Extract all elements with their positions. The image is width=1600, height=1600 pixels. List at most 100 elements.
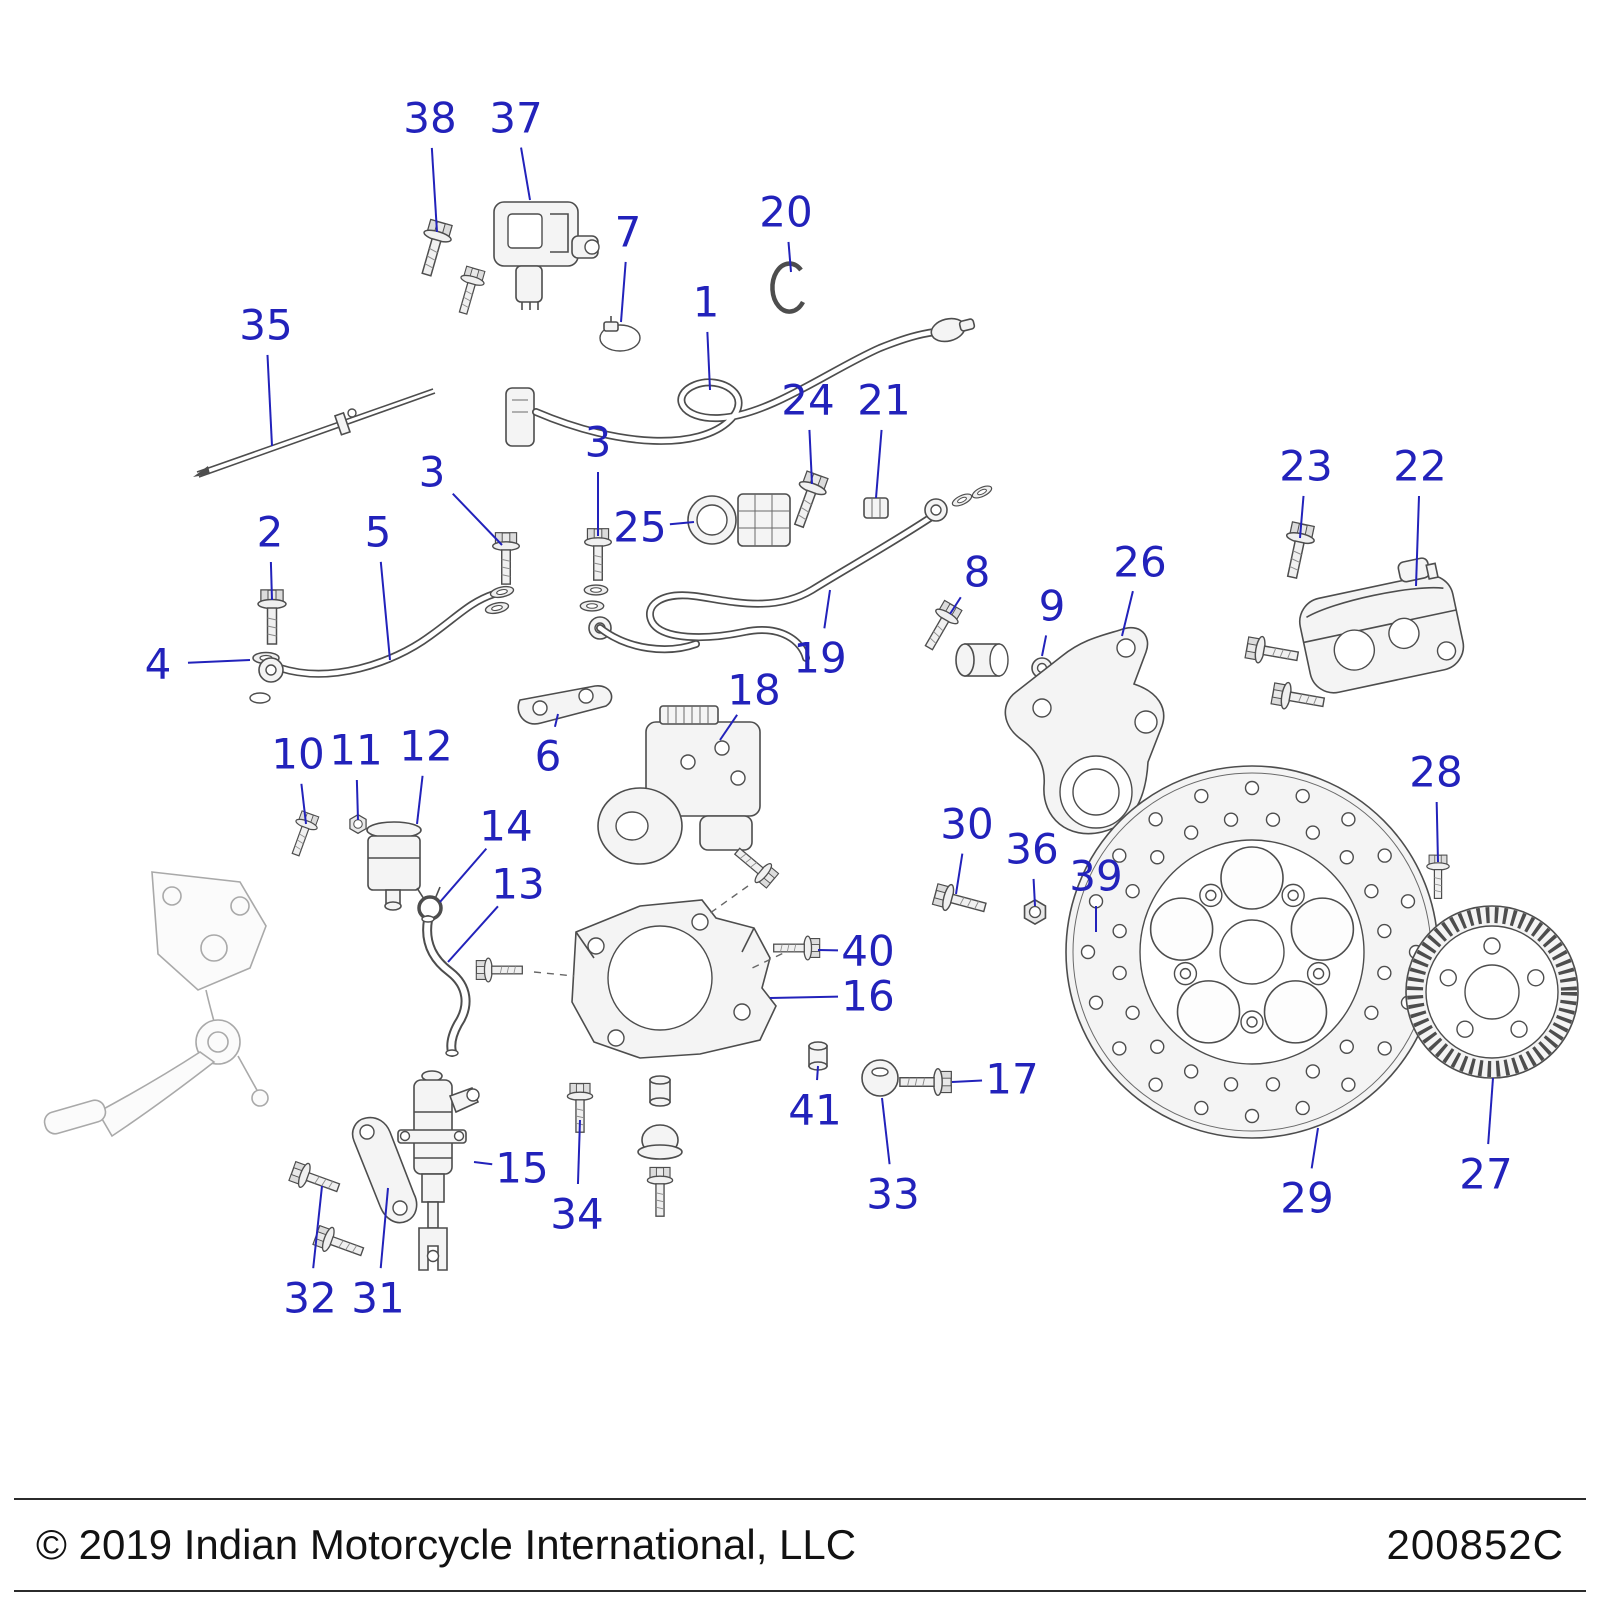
callout-33: 33 [866,1170,919,1219]
part-banjo-bolt-front [249,589,287,704]
part-fluid-reservoir [366,821,422,911]
part-brake-caliper [1298,557,1465,694]
part-bolt-17 [899,1067,952,1097]
part-speed-sensor-module [493,201,600,310]
part-master-cylinder [397,1070,480,1271]
callout-2: 2 [257,508,284,557]
leader-line-20 [787,241,792,273]
part-bolt-32 [287,1158,344,1201]
callout-35: 35 [239,301,292,350]
part-sleeve-and-washer [955,643,1053,679]
leader-line-27 [1487,1077,1494,1145]
callout-10: 10 [271,730,324,779]
callout-19: 19 [793,634,846,683]
callout-11: 11 [329,726,382,775]
callout-27: 27 [1459,1150,1512,1199]
leader-line-9 [1041,635,1048,657]
leader-line-38 [430,147,438,233]
leader-line-22 [1415,495,1421,587]
part-hose-clamp-bracket [687,493,791,547]
part-bolt-8 [917,598,965,655]
callout-37: 37 [489,94,542,143]
part-retaining-clip [770,261,805,314]
part-bracket-hardware [637,1075,683,1217]
leader-line-31 [379,1187,389,1269]
leader-line-21 [875,429,883,499]
part-abs-module [597,705,761,865]
leader-line-18 [719,714,738,741]
leader-line-37 [520,147,531,201]
callout-31: 31 [351,1274,404,1323]
callout-23: 23 [1279,442,1332,491]
leader-line-24 [808,429,813,485]
callout-13: 13 [491,860,544,909]
leader-line-41 [816,1065,819,1081]
leader-line-4 [187,659,251,664]
part-grommet-33 [861,1059,899,1097]
leader-line-16 [769,995,839,999]
part-brake-line-rear [596,483,994,662]
leader-line-8 [949,596,962,615]
part-line-clip [863,497,889,519]
callout-30: 30 [940,800,993,849]
leader-line-29 [1310,1127,1319,1169]
callout-22: 22 [1393,442,1446,491]
leader-line-34 [576,1119,581,1185]
assembly-dashed-lines [533,885,795,977]
part-sensor-bolts [412,218,488,317]
leader-line-36 [1032,878,1036,907]
part-brake-line-master [258,590,498,683]
part-bracket-plate [517,685,613,725]
leader-line-6 [553,713,559,728]
part-bolt-32b [311,1222,368,1265]
part-pedal-link [351,1116,418,1224]
leader-line-2 [269,561,273,601]
part-bolt-23 [1277,520,1318,581]
part-bolt-40 [773,935,821,961]
copyright-text: © 2019 Indian Motorcycle International, … [36,1521,857,1568]
callout-29: 29 [1280,1174,1333,1223]
leader-line-15 [473,1161,493,1166]
callout-41: 41 [788,1086,841,1135]
callout-38: 38 [403,94,456,143]
part-spring-clamp [416,886,443,921]
part-banjo-bolt-stack-b [579,528,613,640]
callout-18: 18 [727,666,780,715]
callout-17: 17 [985,1055,1038,1104]
callout-21: 21 [857,376,910,425]
part-wheel-speed-sensor-cable [505,317,976,447]
callout-28: 28 [1409,748,1462,797]
part-cable-clamp [599,316,641,352]
leader-line-3 [452,492,503,546]
leader-line-13 [447,905,499,963]
leader-line-17 [951,1079,983,1083]
callout-24: 24 [781,376,834,425]
callout-6: 6 [535,732,562,781]
part-bolt-30 [931,880,990,921]
callout-20: 20 [759,188,812,237]
callout-34: 34 [550,1190,603,1239]
part-spacer-41 [808,1041,828,1071]
leader-line-14 [439,847,488,903]
part-bolt-10 [284,809,322,859]
callout-25: 25 [613,503,666,552]
leader-line-23 [1299,495,1305,539]
part-brake-disc [1065,765,1439,1139]
part-brake-pedal-assembly [43,871,269,1138]
part-caliper-bracket [1004,627,1165,835]
callout-39: 39 [1069,852,1122,901]
part-abs-tone-ring [1405,905,1579,1079]
leader-line-26 [1121,590,1134,637]
leader-line-11 [355,779,359,821]
callout-40: 40 [841,927,894,976]
part-bracket-bolt-left [475,957,523,983]
leader-line-19 [823,589,831,629]
callout-36: 36 [1005,825,1058,874]
part-caliper-bolt-a [1244,633,1301,671]
callout-14: 14 [479,802,532,851]
leader-line-25 [669,521,695,526]
leader-line-12 [416,775,424,825]
